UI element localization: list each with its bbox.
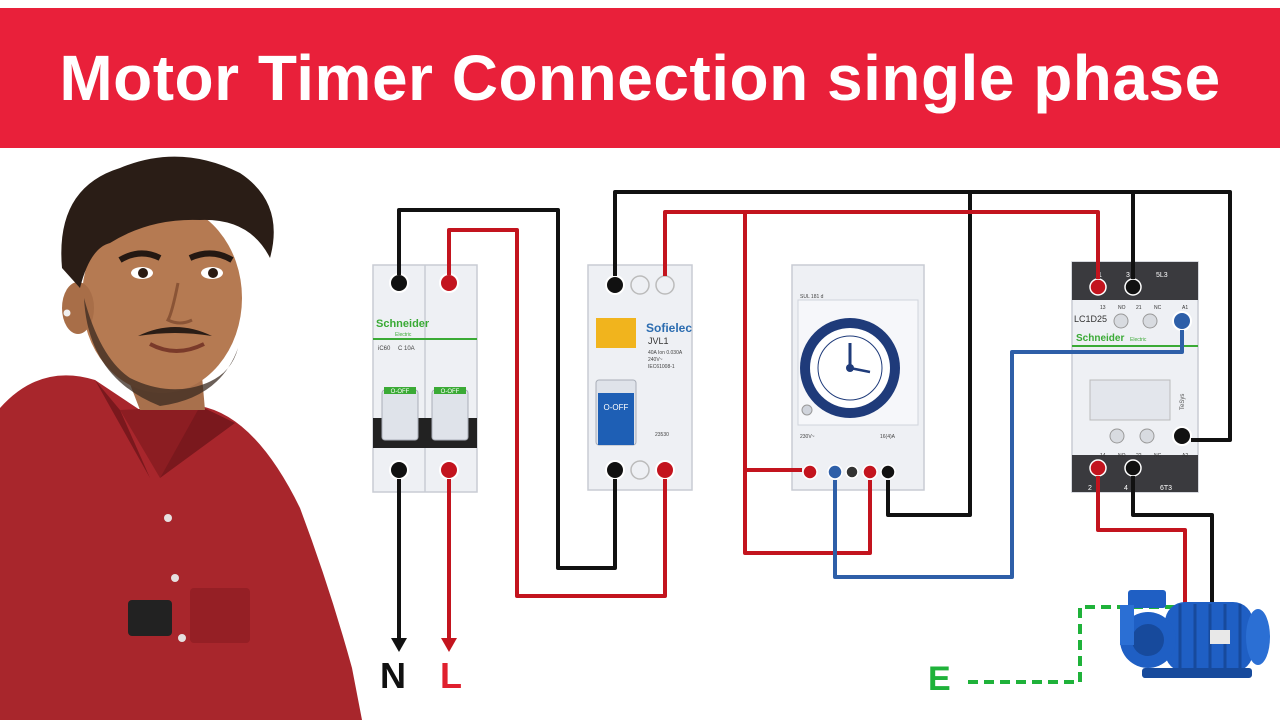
rccb-spec-1: 40A Ion 0.030A (648, 350, 683, 356)
contactor-aux-nc-top: NC (1154, 305, 1162, 311)
rccb-spec-2: 240V~ (648, 357, 663, 363)
mcb-brand: Schneider (376, 318, 430, 330)
contactor-aux-14: 14 (1100, 453, 1106, 459)
rccb-standard: IEC61008-1 (648, 364, 675, 370)
rccb-switch-label: O-OFF (604, 403, 629, 412)
mcb-model: iC60 (378, 346, 391, 352)
contactor-bottom-4: 4 (1124, 485, 1128, 492)
timer-device: SUL 181 d 230V~ 16(4)A (791, 264, 925, 491)
live-wires (447, 210, 1187, 640)
neutral-label: N (380, 655, 406, 696)
neutral-wires (397, 190, 1232, 640)
mcb-lever-right-label: O-OFF (441, 389, 460, 395)
contactor-aux-21: 21 (1136, 305, 1142, 311)
timer-spec-left: 230V~ (800, 434, 815, 440)
rccb-model: JVL1 (648, 336, 669, 346)
rccb-device: O-OFF Sofielec JVL1 40A Ion 0.030A 240V~… (587, 264, 693, 491)
rccb-brand: Sofielec (646, 321, 692, 335)
mcb-device: O-OFF O-OFF Schneider Electric iC60 C 10… (372, 264, 478, 493)
neutral-arrow-icon (391, 638, 407, 652)
mcb-brand-sub: Electric (395, 332, 412, 338)
contactor-brand-sub: Electric (1130, 337, 1147, 343)
contactor-bottom-6: 6T3 (1160, 485, 1172, 492)
presenter-image (0, 156, 362, 720)
contactor-top-3: 3 (1126, 272, 1130, 279)
contactor-aux-no-top: NO (1118, 305, 1126, 311)
contactor-aux-nc-bottom: NC (1154, 453, 1162, 459)
contactor-a2: A2 (1182, 453, 1188, 459)
contactor-aux-22: 22 (1136, 453, 1142, 459)
timer-spec-right: 16(4)A (880, 434, 896, 440)
pump-motor (1120, 590, 1270, 678)
live-arrow-icon (441, 638, 457, 652)
contactor-device: LC1D25 Schneider Electric TeSys 1 3 5L3 … (1071, 261, 1199, 493)
page-title: Motor Timer Connection single phase (59, 42, 1221, 114)
contactor-bottom-2: 2 (1088, 485, 1092, 492)
mcb-lever-left-label: O-OFF (391, 389, 410, 395)
live-label: L (440, 655, 462, 696)
contactor-a1: A1 (1182, 305, 1188, 311)
contactor-brand: Schneider (1076, 333, 1124, 344)
contactor-series: TeSys (1180, 394, 1186, 410)
rccb-code: 23530 (655, 432, 669, 438)
contactor-aux-no-bottom: NO (1118, 453, 1126, 459)
control-wires (833, 330, 1184, 579)
timer-model: SUL 181 d (800, 294, 824, 300)
contactor-top-5: 5L3 (1156, 272, 1168, 279)
title-banner: Motor Timer Connection single phase (0, 8, 1280, 148)
contactor-model: LC1D25 (1074, 314, 1107, 324)
mcb-rating: C 10A (398, 346, 415, 352)
contactor-aux-13: 13 (1100, 305, 1106, 311)
earth-label: E (928, 660, 951, 698)
